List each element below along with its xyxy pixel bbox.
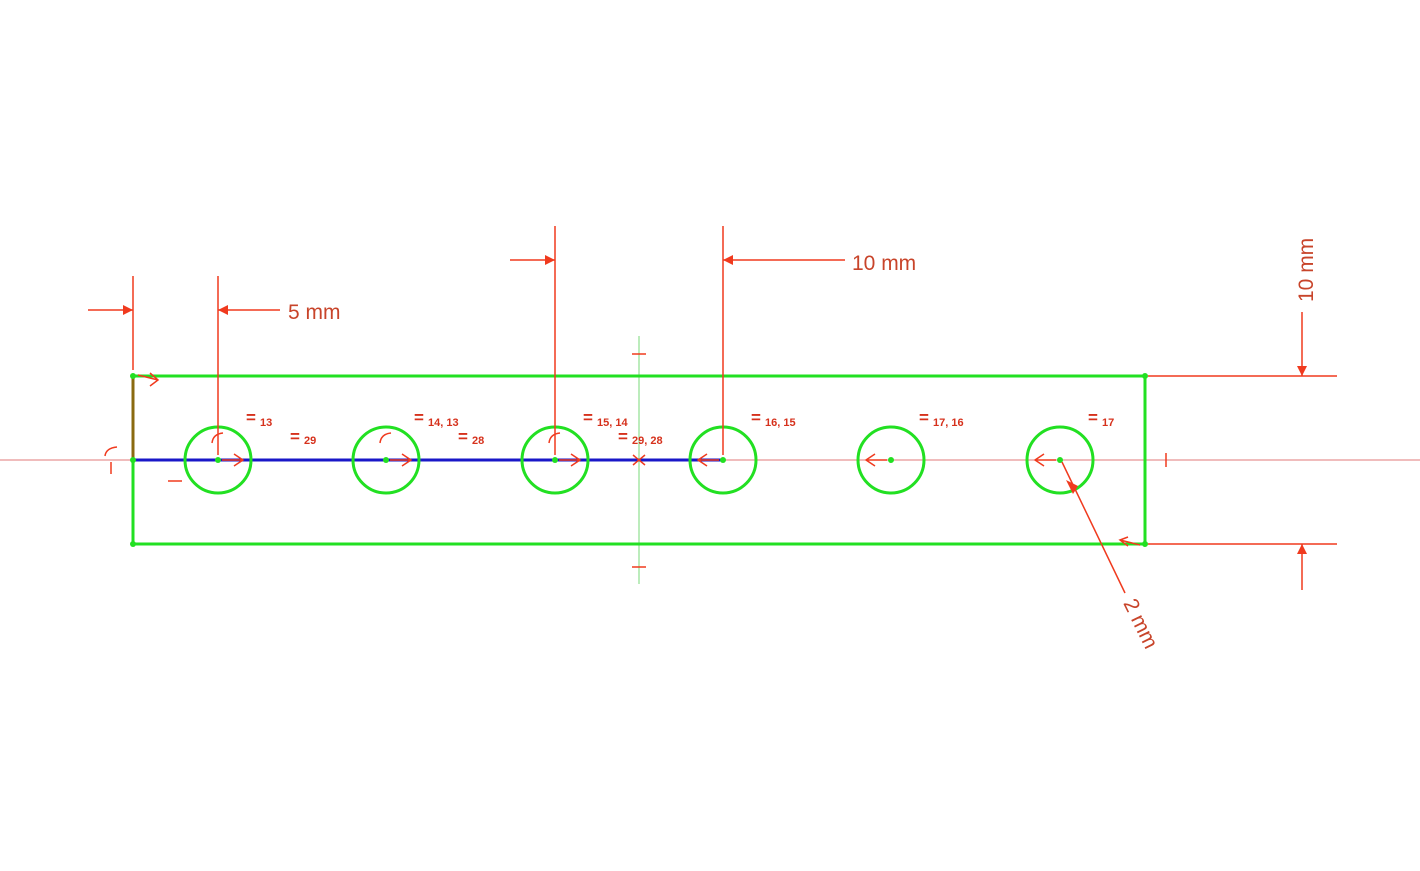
point-on-object-icon <box>379 432 392 444</box>
point-on-object-icon <box>211 432 224 444</box>
hole-circle[interactable] <box>856 425 926 495</box>
vertex[interactable] <box>1142 373 1148 379</box>
dimension-half-width[interactable]: 10 mm <box>1148 238 1337 590</box>
hole-center[interactable] <box>215 457 221 463</box>
constraint-label: 28 <box>472 435 484 447</box>
hole-center[interactable] <box>1057 457 1063 463</box>
equal-constraint-icon: = <box>458 427 468 446</box>
equal-constraint-icon: = <box>751 408 761 427</box>
dimension-hole-radius[interactable]: 2 mm <box>1061 461 1163 652</box>
hole[interactable]: = 14, 13 <box>351 408 459 495</box>
hole-circle[interactable] <box>1025 425 1095 495</box>
direction-arrow-icon <box>864 453 887 467</box>
direction-arrow-icon <box>696 453 719 467</box>
horizontal-constraint-icon <box>1118 536 1141 547</box>
direction-arrow-icon <box>390 453 413 467</box>
symmetric-constraint-icon <box>632 454 646 466</box>
constraint-label: 29 <box>304 435 316 447</box>
equal-constraint-icon: = <box>414 408 424 427</box>
hole-circle[interactable] <box>351 425 421 495</box>
hole-center[interactable] <box>720 457 726 463</box>
dimension-edge-to-hole[interactable]: 5 mm <box>88 276 341 455</box>
constraint-label: 15, 14 <box>597 417 628 429</box>
constraint-label: 16, 15 <box>765 417 796 429</box>
vertex[interactable] <box>130 373 136 379</box>
hole-center[interactable] <box>383 457 389 463</box>
equal-constraint-icon: = <box>919 408 929 427</box>
hole[interactable]: =15, 14 <box>520 408 628 495</box>
equal-constraint-icon: = <box>618 427 628 446</box>
equal-constraint-icon: = <box>246 408 256 427</box>
hole-center[interactable] <box>552 457 558 463</box>
dimension-hole-spacing[interactable]: 10 mm <box>510 226 916 455</box>
hole[interactable]: = 16, 15 <box>688 408 796 495</box>
dimension-label[interactable]: 5 mm <box>288 301 341 324</box>
hole[interactable]: = 17, 16 <box>856 408 964 495</box>
dimension-label[interactable]: 10 mm <box>1295 238 1318 302</box>
dimension-label[interactable]: 10 mm <box>852 252 916 275</box>
vertex[interactable] <box>130 457 136 463</box>
constraint-label: 14, 13 <box>428 417 459 429</box>
holes[interactable]: =13=14, 13=15, 14=16, 15=17, 16=17 <box>183 408 1114 495</box>
horizontal-constraint-icon <box>137 372 160 387</box>
direction-arrow-icon <box>559 453 582 467</box>
rectangle-outline[interactable] <box>131 374 1147 546</box>
direction-arrow-icon <box>1033 453 1056 467</box>
equal-constraint-icon: = <box>290 427 300 446</box>
perpendicular-constraint-icon <box>104 446 118 457</box>
constraint-label: 29, 28 <box>632 435 663 447</box>
equal-constraint-icon: = <box>1088 408 1098 427</box>
hole-center[interactable] <box>888 457 894 463</box>
direction-arrow-icon <box>222 453 245 467</box>
constraint-label: 17, 16 <box>933 417 964 429</box>
constraint-label: 17 <box>1102 417 1114 429</box>
vertex[interactable] <box>1142 541 1148 547</box>
dimension-label[interactable]: 2 mm <box>1119 595 1163 652</box>
point-on-object-icon <box>548 432 561 444</box>
hole[interactable]: = 17 <box>1025 408 1114 495</box>
equal-constraint-icon: = <box>583 408 593 427</box>
constraint-label: 13 <box>260 417 272 429</box>
segment-constraints: = 29 = 28 = 29, 28 <box>290 427 663 447</box>
vertex[interactable] <box>130 541 136 547</box>
hole[interactable]: = 13 <box>183 408 272 495</box>
